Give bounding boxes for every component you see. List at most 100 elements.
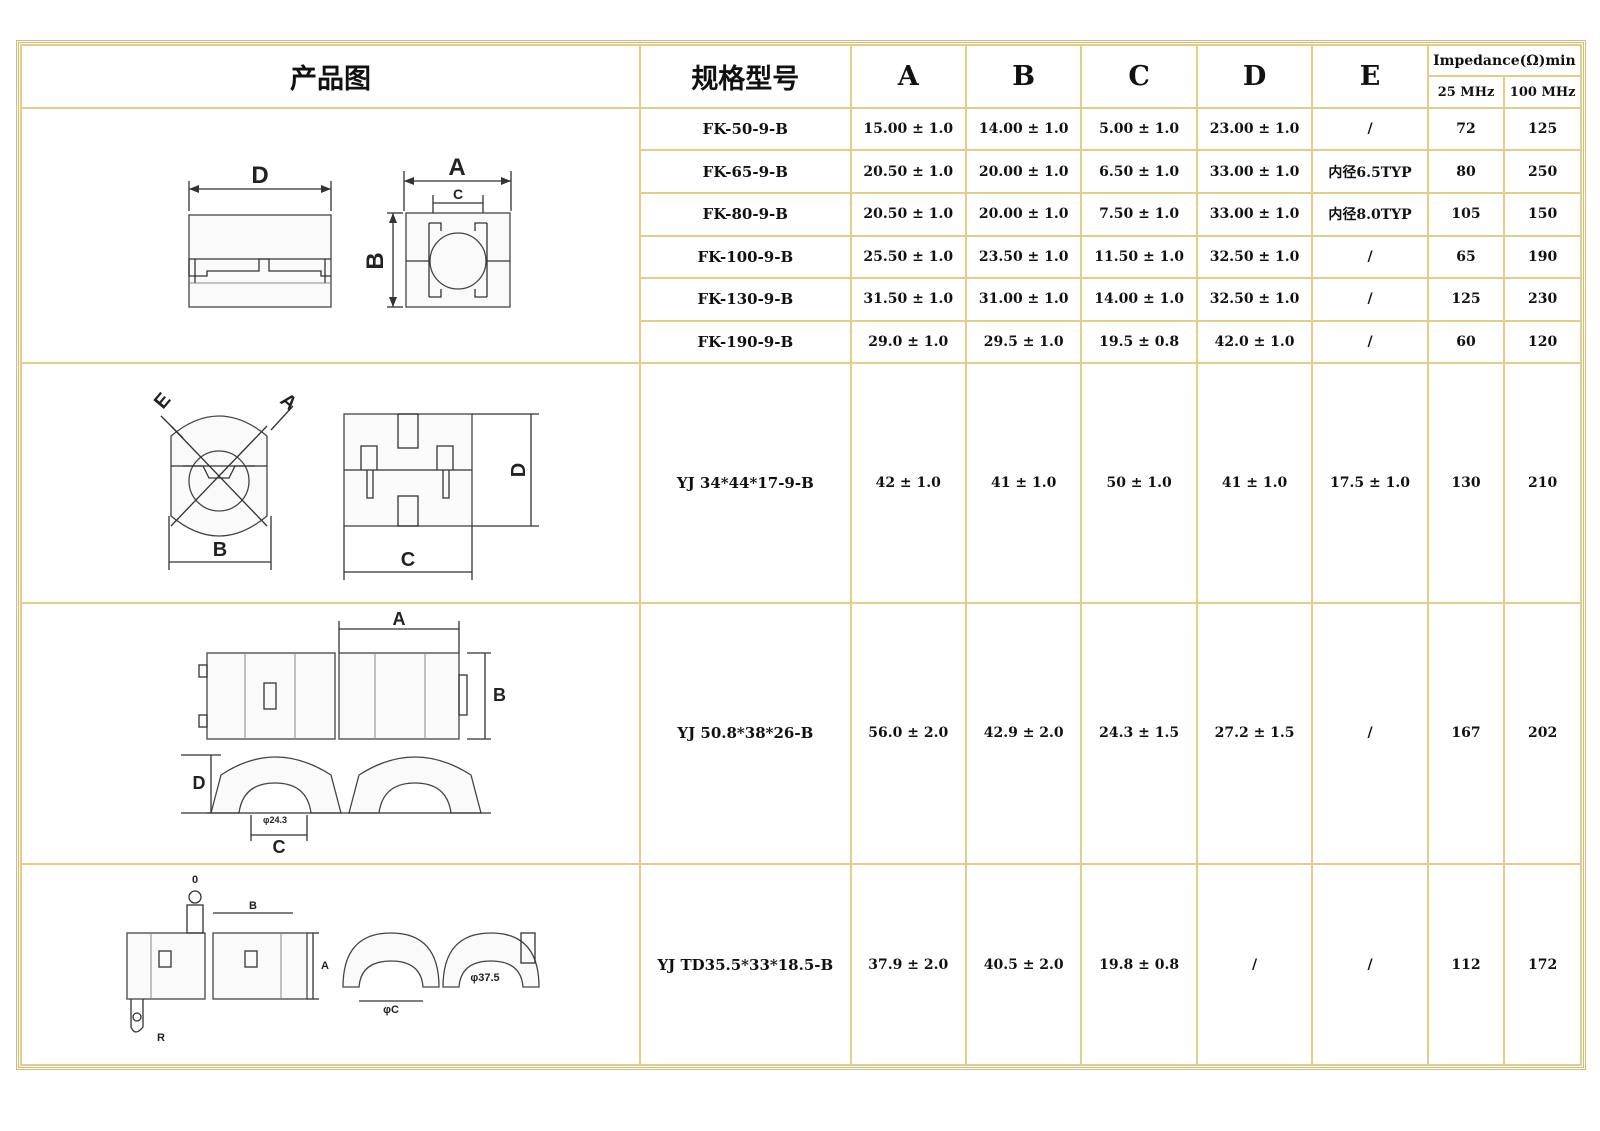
dim-label-a: A bbox=[275, 389, 300, 415]
header-e: E bbox=[1311, 44, 1429, 109]
impedance-100-cell: 172 bbox=[1503, 863, 1582, 1066]
dim-e-cell: / bbox=[1311, 277, 1429, 322]
dim-label-a: A bbox=[448, 154, 465, 181]
dim-label-d: D bbox=[192, 773, 205, 793]
dim-label-e: E bbox=[150, 389, 175, 413]
dim-d-cell: 41 ± 1.0 bbox=[1195, 362, 1314, 604]
dim-label-b: B bbox=[362, 252, 389, 269]
table-row: FK-65-9-B 20.50 ± 1.0 20.00 ± 1.0 6.50 ±… bbox=[21, 149, 1582, 194]
dim-d-cell: 33.00 ± 1.0 bbox=[1195, 149, 1314, 194]
impedance-25-cell: 112 bbox=[1426, 863, 1506, 1066]
model-cell: YJ 34*44*17-9-B bbox=[639, 362, 852, 604]
dim-e-cell: / bbox=[1311, 601, 1429, 866]
dim-b-cell: 31.00 ± 1.0 bbox=[964, 277, 1083, 322]
dim-label-r: R bbox=[157, 1032, 165, 1044]
dim-label-phic: φC bbox=[383, 1004, 399, 1016]
impedance-25-cell: 130 bbox=[1426, 362, 1506, 604]
dim-d-cell: 23.00 ± 1.0 bbox=[1195, 106, 1314, 152]
dim-label-c: C bbox=[400, 549, 414, 571]
header-b: B bbox=[964, 44, 1083, 109]
model-cell: FK-190-9-B bbox=[639, 319, 852, 365]
table-row: 0 R B A φC bbox=[19, 863, 1582, 1066]
impedance-100-cell: 210 bbox=[1503, 362, 1582, 604]
table-frame bbox=[16, 40, 1586, 1070]
impedance-100-cell: 250 bbox=[1503, 149, 1582, 194]
header-product-image: 产品图 bbox=[19, 44, 642, 109]
dim-a-cell: 15.00 ± 1.0 bbox=[849, 106, 967, 152]
dim-b-cell: 20.00 ± 1.0 bbox=[964, 192, 1083, 237]
impedance-100-cell: 150 bbox=[1503, 192, 1582, 237]
dim-b-cell: 29.5 ± 1.0 bbox=[964, 319, 1083, 365]
drawing-fk-series: D A C bbox=[19, 106, 642, 365]
dim-d-cell: 32.50 ± 1.0 bbox=[1195, 277, 1314, 322]
header-d: D bbox=[1195, 44, 1314, 109]
dim-e-cell: 内径8.0TYP bbox=[1311, 192, 1429, 237]
dim-c-cell: 11.50 ± 1.0 bbox=[1080, 234, 1198, 280]
table-row: E A B C D YJ 34*4 bbox=[19, 362, 1582, 604]
impedance-25-cell: 60 bbox=[1426, 319, 1506, 365]
dim-e-cell: / bbox=[1311, 106, 1429, 152]
dim-label-b: B bbox=[493, 685, 506, 705]
model-cell: FK-65-9-B bbox=[639, 149, 852, 194]
drawing-yj50: A B D φ24.3 C bbox=[19, 601, 642, 866]
model-cell: FK-100-9-B bbox=[639, 234, 852, 280]
impedance-100-cell: 125 bbox=[1503, 106, 1582, 152]
dim-c-cell: 24.3 ± 1.5 bbox=[1080, 601, 1198, 866]
dim-d-cell: 32.50 ± 1.0 bbox=[1195, 234, 1314, 280]
dim-e-cell: 内径6.5TYP bbox=[1311, 149, 1429, 194]
dim-d-cell: / bbox=[1195, 863, 1314, 1066]
dim-a-cell: 25.50 ± 1.0 bbox=[849, 234, 967, 280]
impedance-25-cell: 125 bbox=[1426, 277, 1506, 322]
impedance-25-cell: 105 bbox=[1426, 192, 1506, 237]
impedance-25-cell: 80 bbox=[1426, 149, 1506, 194]
impedance-100-cell: 230 bbox=[1503, 277, 1582, 322]
dim-a-cell: 42 ± 1.0 bbox=[849, 362, 967, 604]
dim-b-cell: 20.00 ± 1.0 bbox=[964, 149, 1083, 194]
impedance-100-cell: 120 bbox=[1503, 319, 1582, 365]
table-row: D A C bbox=[19, 106, 1582, 365]
model-cell: FK-80-9-B bbox=[639, 192, 852, 237]
yjtd35-core-drawing: 0 R B A φC bbox=[125, 874, 540, 1044]
model-cell: YJ TD35.5*33*18.5-B bbox=[639, 863, 852, 1066]
dim-a-cell: 56.0 ± 2.0 bbox=[849, 601, 967, 866]
yj50-core-drawing: A B D φ24.3 C bbox=[180, 609, 506, 857]
impedance-100-cell: 190 bbox=[1503, 234, 1582, 280]
yj34-core-drawing: E A B C D bbox=[150, 389, 539, 580]
dim-a-cell: 29.0 ± 1.0 bbox=[849, 319, 967, 365]
model-cell: FK-130-9-B bbox=[639, 277, 852, 322]
impedance-100-cell: 202 bbox=[1503, 601, 1582, 866]
impedance-25-cell: 167 bbox=[1426, 601, 1506, 866]
dim-d-cell: 42.0 ± 1.0 bbox=[1195, 319, 1314, 365]
dim-label-dia: φ24.3 bbox=[263, 815, 287, 825]
dim-c-cell: 6.50 ± 1.0 bbox=[1080, 149, 1198, 194]
header-100mhz: 100 MHz bbox=[1503, 75, 1582, 109]
dim-c-cell: 5.00 ± 1.0 bbox=[1080, 106, 1198, 152]
dim-b-cell: 41 ± 1.0 bbox=[964, 362, 1083, 604]
dim-c-cell: 14.00 ± 1.0 bbox=[1080, 277, 1198, 322]
fk-core-drawing: D A C bbox=[187, 154, 512, 308]
impedance-25-cell: 72 bbox=[1426, 106, 1506, 152]
dim-label-d: D bbox=[508, 463, 530, 477]
dim-a-cell: 20.50 ± 1.0 bbox=[849, 149, 967, 194]
dim-label-dia: φ37.5 bbox=[470, 972, 499, 984]
model-cell: FK-50-9-B bbox=[639, 106, 852, 152]
header-impedance: Impedance(Ω)min bbox=[1426, 43, 1583, 78]
dim-c-cell: 19.8 ± 0.8 bbox=[1080, 863, 1198, 1066]
dim-label-b: B bbox=[212, 539, 226, 561]
drawing-yj34: E A B C D bbox=[19, 362, 642, 604]
dim-e-cell: 17.5 ± 1.0 bbox=[1311, 362, 1429, 604]
dim-b-cell: 42.9 ± 2.0 bbox=[964, 601, 1083, 866]
header-a: A bbox=[849, 44, 967, 109]
dim-label-a: A bbox=[321, 960, 329, 972]
drawing-yjtd35: 0 R B A φC bbox=[19, 863, 642, 1066]
dim-b-cell: 40.5 ± 2.0 bbox=[964, 863, 1083, 1066]
table-row: FK-100-9-B 25.50 ± 1.0 23.50 ± 1.0 11.50… bbox=[21, 234, 1582, 280]
dim-label-a: A bbox=[392, 609, 405, 629]
dim-e-cell: / bbox=[1311, 319, 1429, 365]
dim-d-cell: 27.2 ± 1.5 bbox=[1195, 601, 1314, 866]
dim-c-cell: 19.5 ± 0.8 bbox=[1080, 319, 1198, 365]
table-row: FK-190-9-B 29.0 ± 1.0 29.5 ± 1.0 19.5 ± … bbox=[21, 319, 1582, 365]
table-row: FK-130-9-B 31.50 ± 1.0 31.00 ± 1.0 14.00… bbox=[21, 277, 1582, 322]
header-25mhz: 25 MHz bbox=[1426, 75, 1506, 109]
header-c: C bbox=[1080, 44, 1198, 109]
